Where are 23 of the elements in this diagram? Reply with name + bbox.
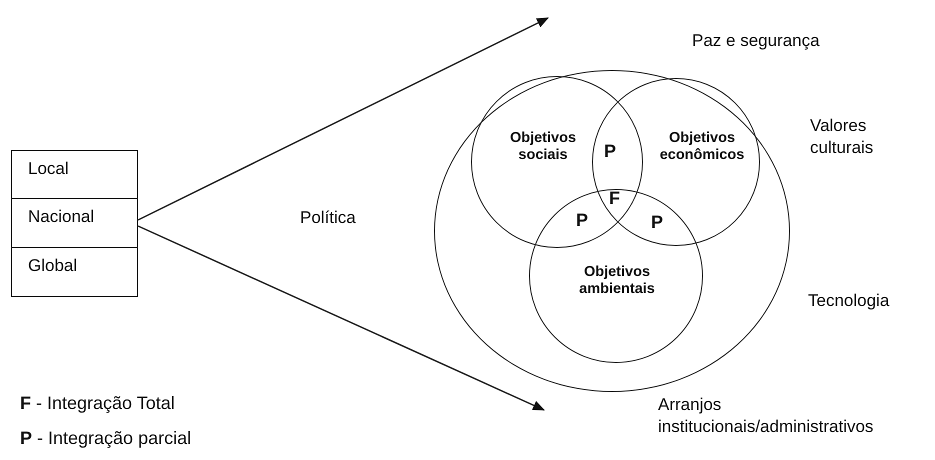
level-box: Nacional [11, 198, 138, 248]
text-label: Paz e segurança [692, 30, 820, 52]
arrow [138, 17, 549, 221]
text-label: Política [300, 207, 356, 229]
circle [434, 70, 790, 392]
text-label: F [609, 187, 620, 210]
text-label: Valores culturais [810, 115, 874, 160]
level-box: Global [11, 247, 138, 297]
circle [529, 189, 703, 363]
legend-entry: P - Integração parcial [20, 427, 192, 450]
circle-label: Objetivos econômicos [658, 130, 746, 165]
circle [592, 78, 760, 246]
text-label: Arranjos institucionais/administrativos [658, 394, 874, 438]
text-label: P [651, 211, 664, 234]
text-label: P [576, 209, 588, 232]
circle-label: Objetivos sociais [508, 130, 578, 165]
text-label: P [604, 140, 616, 163]
circle-label: Objetivos ambientais [578, 264, 656, 299]
text-label: Tecnologia [808, 290, 890, 312]
legend-entry: F - Integração Total [20, 392, 175, 415]
arrow [138, 225, 545, 411]
level-box: Local [11, 150, 138, 199]
circle [471, 76, 643, 248]
